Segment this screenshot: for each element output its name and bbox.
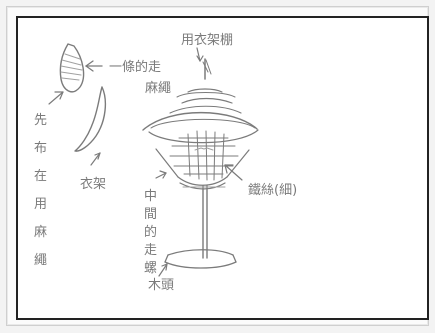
hanger-label: 衣架 xyxy=(80,176,106,192)
top-middle-label-line2: 麻繩 xyxy=(145,81,171,96)
top-label-arrow xyxy=(196,47,204,62)
top-middle-label-line1: 一條的走 xyxy=(109,59,161,75)
hanger-sketch xyxy=(74,86,107,152)
left-vertical-char-3: 在 xyxy=(34,169,47,184)
middle-vertical-char-3: 的 xyxy=(144,224,157,240)
iron-wire-arrow xyxy=(224,164,243,181)
middle-vertical-char-4: 走 xyxy=(144,243,157,258)
middle-vertical-char-1: 中 xyxy=(144,189,157,204)
bottom-label: 木頭 xyxy=(148,278,174,293)
rope-bundle-sketch xyxy=(59,43,85,93)
left-vertical-char-5: 麻 xyxy=(34,225,47,240)
center-arrow xyxy=(155,170,167,179)
left-vertical-char-2: 布 xyxy=(34,141,47,156)
lamp-stand-sketch xyxy=(142,58,259,269)
top-right-label: 用衣架棚 xyxy=(181,32,233,48)
label-arrow-top xyxy=(85,60,103,72)
base-arrow xyxy=(158,263,168,277)
middle-vertical-char-2: 間 xyxy=(144,207,157,222)
left-vertical-char-6: 繩 xyxy=(34,253,47,268)
left-vertical-char-1: 先 xyxy=(34,113,47,128)
label-arrow-left xyxy=(48,91,64,105)
middle-vertical-char-5: 螺 xyxy=(144,261,157,276)
left-vertical-char-4: 用 xyxy=(34,197,47,212)
iron-wire-label: 鐵絲(細) xyxy=(248,182,297,198)
hanger-arrow xyxy=(90,152,101,166)
